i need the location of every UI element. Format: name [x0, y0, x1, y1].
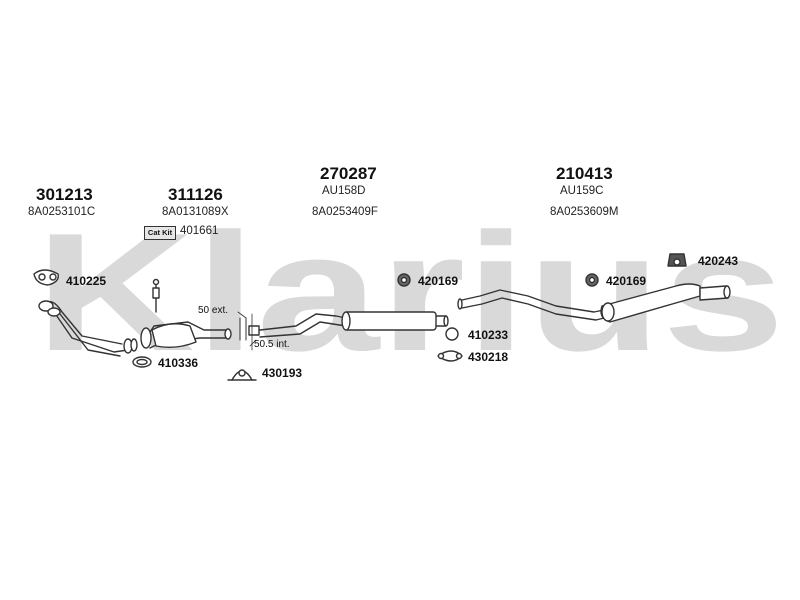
clamp-430218-drawing: [437, 350, 463, 362]
rubber-mount-2-drawing: [585, 273, 599, 287]
oem-ref-catalytic-converter: 8A0131089X: [162, 206, 229, 218]
ring-410336-drawing: [132, 356, 152, 368]
oem-ref-rear-silencer: 8A0253609M: [550, 206, 619, 218]
dimension-ext: 50 ext.: [198, 305, 229, 316]
pipe-joint-drawing: [239, 313, 260, 351]
fitting-label-ring-2: 410233: [468, 328, 509, 342]
rubber-mount-1-drawing: [397, 273, 411, 287]
clamp-430193-drawing: [227, 369, 257, 381]
dimension-int: 50.5 int.: [254, 339, 290, 350]
dimension-leader-int: [249, 339, 257, 347]
oem-ref-middle-silencer: 8A0253409F: [312, 206, 378, 218]
fitting-label-clamp-2: 430218: [468, 350, 509, 364]
oem-ref-front-pipe: 8A0253101C: [28, 206, 96, 218]
fitting-label-clamp: 430193: [262, 366, 303, 380]
cat-kit-part-number: 401661: [180, 225, 219, 237]
cat-kit-badge: Cat Kit: [144, 226, 176, 240]
middle-silencer-drawing: [259, 311, 449, 338]
fitting-label-rubber-2: 420169: [606, 274, 647, 288]
model-code-middle-silencer: AU158D: [322, 185, 366, 197]
fitting-label-gasket: 410225: [66, 274, 107, 288]
part-number-rear-silencer: 210413: [556, 164, 613, 183]
fitting-label-ring: 410336: [158, 356, 199, 370]
part-number-catalytic-converter: 311126: [168, 185, 223, 204]
fitting-label-rubber-1: 420169: [418, 274, 459, 288]
part-number-middle-silencer: 270287: [320, 164, 377, 183]
part-number-front-pipe: 301213: [36, 185, 93, 204]
fitting-label-rubber-3: 420243: [698, 254, 739, 268]
catalytic-converter-drawing: [140, 278, 232, 349]
ring-410233-drawing: [445, 327, 459, 341]
dimension-leader-ext: [237, 311, 247, 319]
gasket-410225-drawing: [33, 269, 59, 286]
rubber-mount-420243-drawing: [667, 253, 687, 267]
front-pipe-drawing: [38, 300, 138, 357]
rear-silencer-drawing: [457, 283, 731, 323]
model-code-rear-silencer: AU159C: [560, 185, 604, 197]
